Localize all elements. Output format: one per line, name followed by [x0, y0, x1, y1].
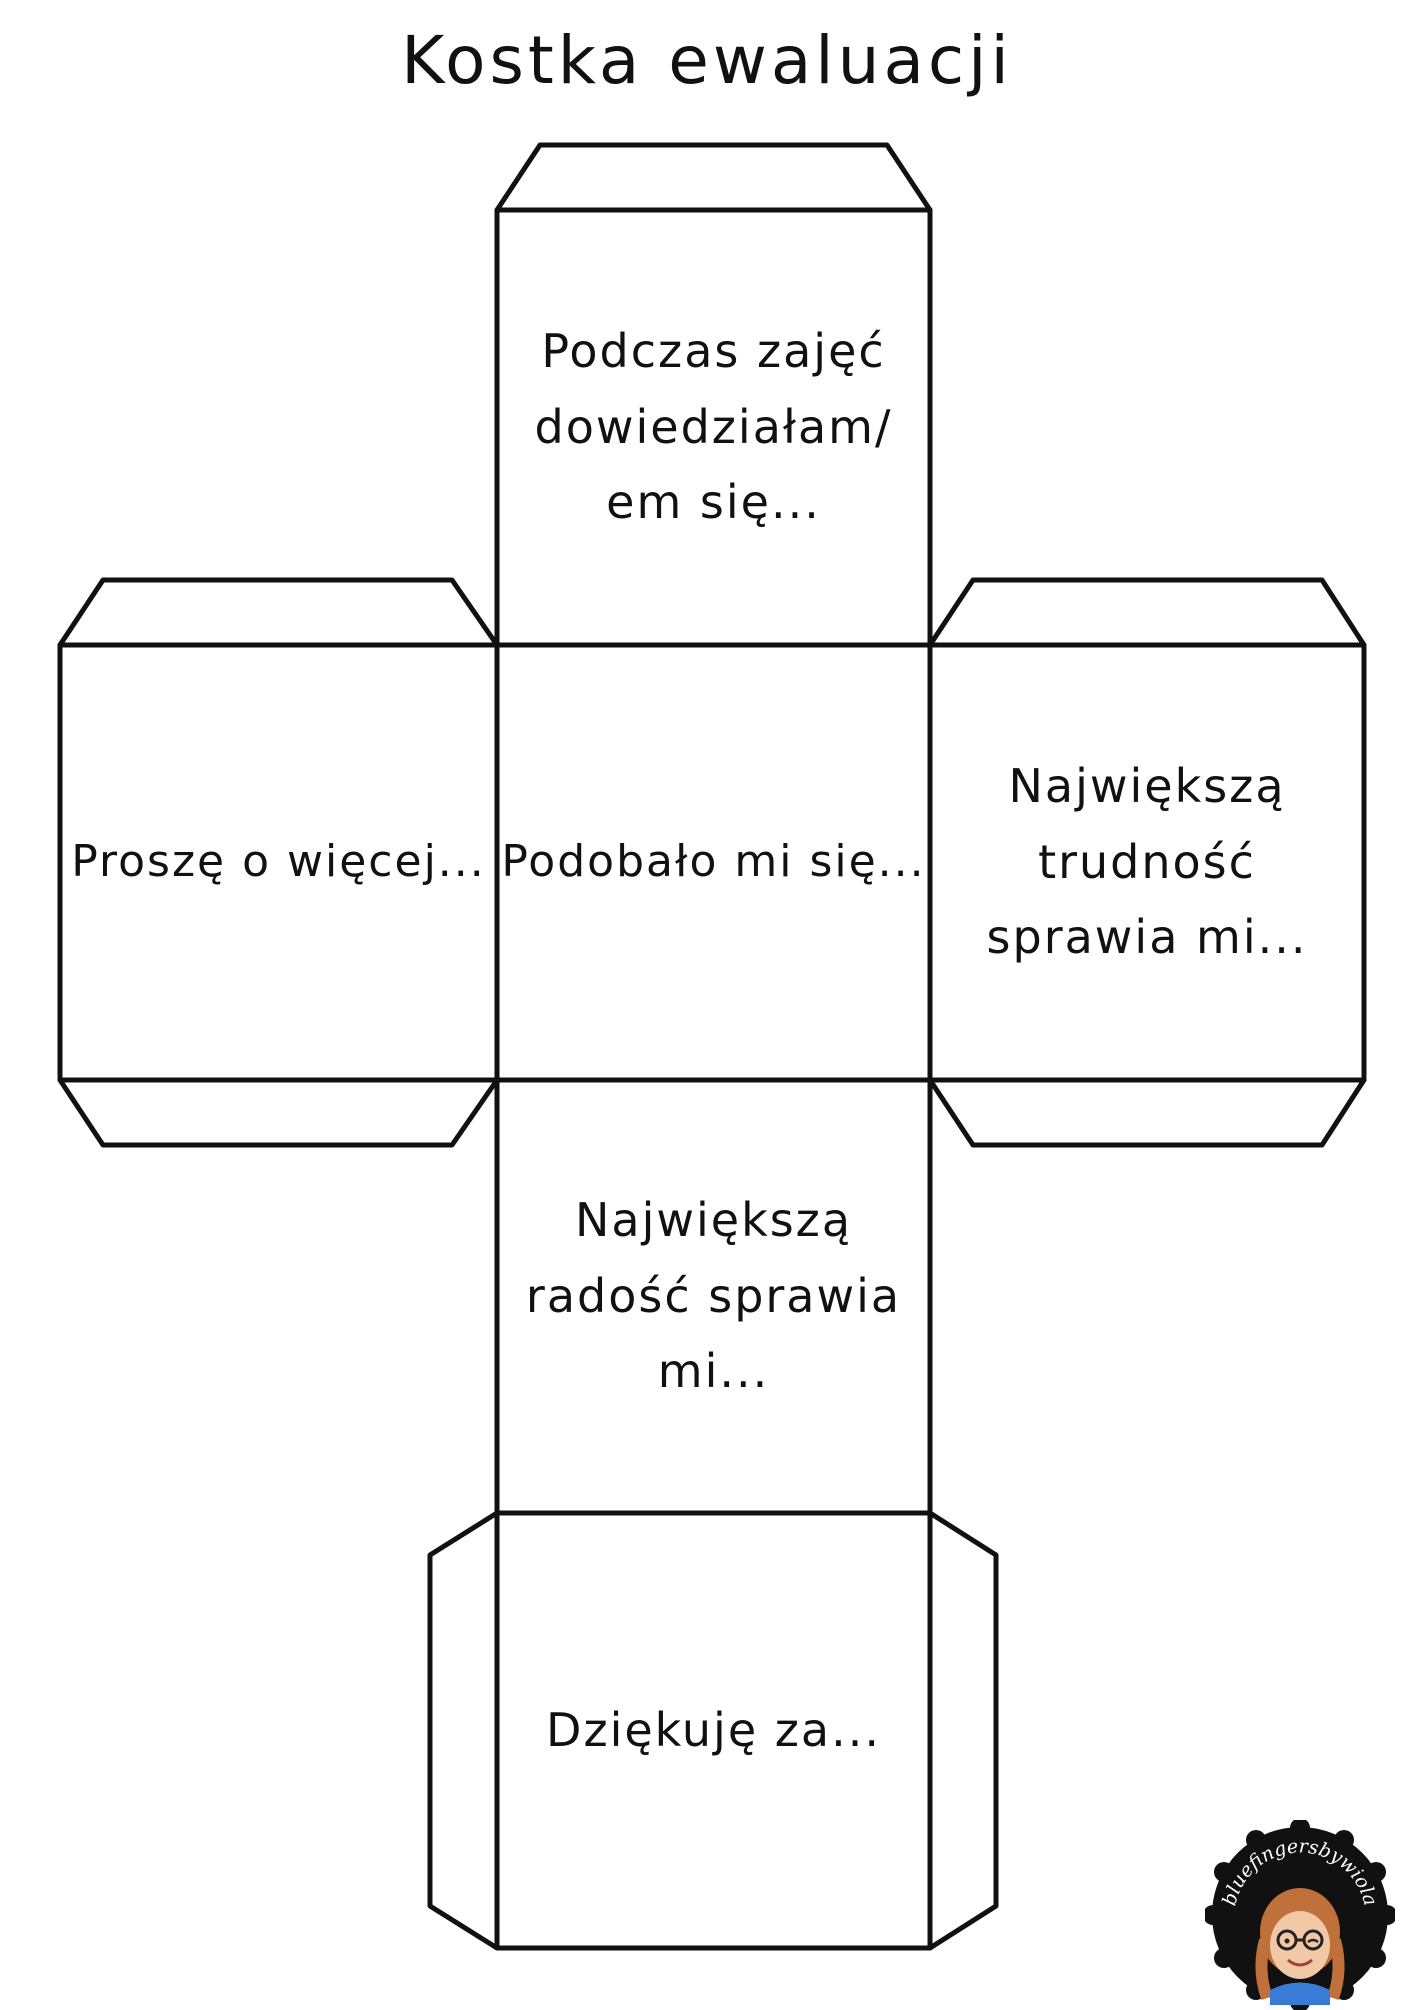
right-bottom-flap: [927, 1077, 1367, 1148]
left-top-flap: [57, 577, 500, 648]
face-lower-text: Największą radość sprawia mi...: [525, 1192, 902, 1399]
face-bottom-text: Dziękuję za...: [546, 1702, 881, 1757]
face-top-text: Podczas zajęć dowiedziałam/ em się...: [534, 323, 893, 530]
face-right-outline: [927, 642, 1367, 1083]
face-center-text: Podobało mi się...: [501, 836, 926, 888]
face-left-text: Proszę o więcej...: [71, 836, 486, 888]
logo-badge: bluefingersbywiola: [1205, 1820, 1395, 2010]
face-bottom-outline: [494, 1510, 933, 1951]
face-right-text: Największą trudność sprawia mi...: [986, 758, 1308, 965]
bottom-left-flap: [427, 1510, 500, 1951]
page-title: Kostka ewaluacji: [401, 22, 1013, 99]
top-flap: [494, 142, 933, 213]
bottom-right-flap: [927, 1510, 999, 1951]
left-bottom-flap: [57, 1077, 500, 1148]
right-top-flap: [927, 577, 1367, 648]
avatar-icon: [1255, 1888, 1345, 2005]
